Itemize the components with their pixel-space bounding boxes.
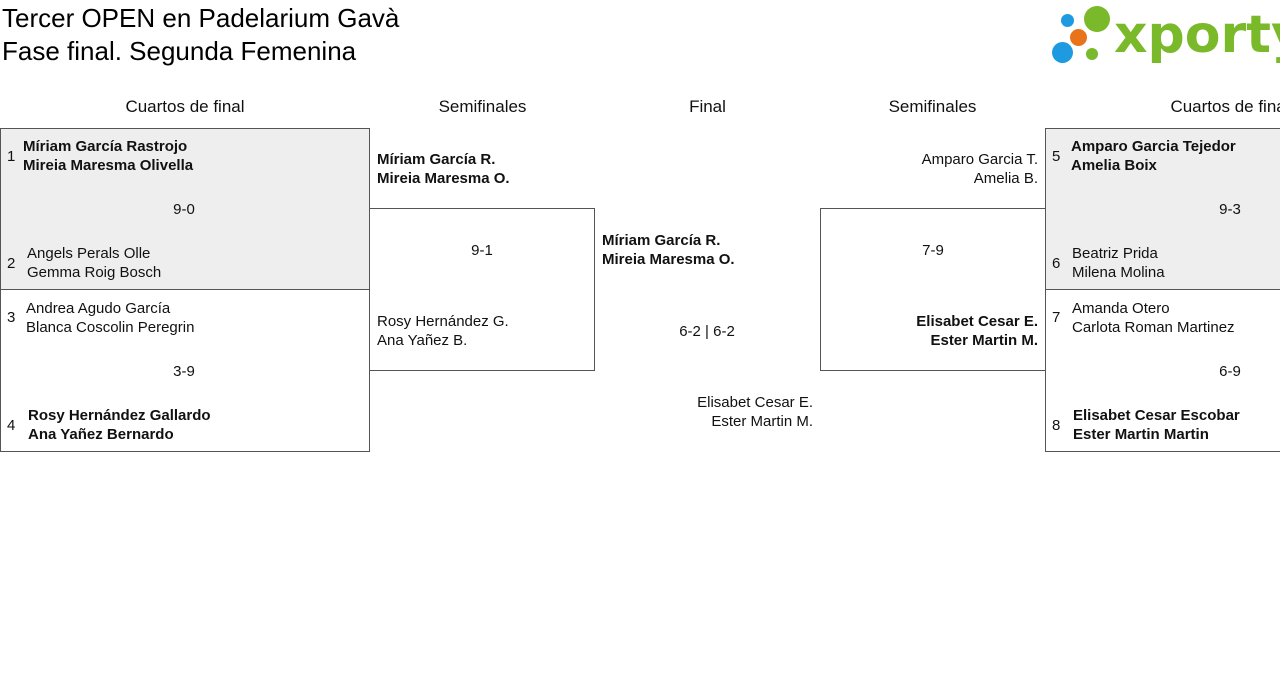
logo-dot-green-small-icon xyxy=(1086,48,1098,60)
player-name: Andrea Agudo García xyxy=(26,300,171,317)
player-name: Rosy Hernández Gallardo xyxy=(28,407,211,424)
player-name: Mireia Maresma O. xyxy=(377,170,510,187)
xporty-logo[interactable]: xporty xyxy=(1050,3,1280,67)
player-name: Ester Martin Martin xyxy=(1073,426,1209,443)
player-name: Amelia B. xyxy=(973,170,1038,187)
player-name: Míriam García R. xyxy=(602,232,721,249)
player-name: Ester Martin M. xyxy=(711,413,813,430)
match-score: 7-9 xyxy=(922,242,944,259)
seed-number: 6 xyxy=(1052,255,1061,272)
match-sf-left[interactable] xyxy=(369,208,595,371)
logo-text: xporty xyxy=(1114,5,1280,65)
seed-number: 8 xyxy=(1052,417,1061,434)
match-score: 9-1 xyxy=(471,242,493,259)
seed-number: 7 xyxy=(1052,309,1061,326)
team-loser: Amanda Otero Carlota Roman Martinez xyxy=(1072,299,1235,337)
page-title: Tercer OPEN en Padelarium Gavà xyxy=(2,3,400,33)
round-header-qf-right: Cuartos de final xyxy=(1170,97,1280,116)
match-qf4[interactable] xyxy=(1045,289,1280,452)
player-name: Elisabet Cesar Escobar xyxy=(1073,407,1240,424)
match-score: 6-9 xyxy=(1219,363,1241,380)
team-winner: Amparo Garcia Tejedor Amelia Boix xyxy=(1071,137,1236,175)
player-name: Ana Yañez Bernardo xyxy=(28,426,174,443)
player-name: Beatriz Prida xyxy=(1072,245,1158,262)
final-team-loser: Elisabet Cesar E. Ester Martin M. xyxy=(697,393,813,431)
player-name: Amelia Boix xyxy=(1071,157,1157,174)
team-loser: Angels Perals Olle Gemma Roig Bosch xyxy=(27,244,161,282)
player-name: Míriam García R. xyxy=(377,151,496,168)
logo-dot-blue-icon xyxy=(1052,42,1073,63)
round-header-sf-left: Semifinales xyxy=(438,97,527,116)
player-name: Elisabet Cesar E. xyxy=(916,313,1038,330)
final-team-winner: Míriam García R. Mireia Maresma O. xyxy=(602,231,735,269)
player-name: Gemma Roig Bosch xyxy=(27,264,162,281)
sf-left-team-loser: Rosy Hernández G. Ana Yañez B. xyxy=(377,312,509,350)
seed-number: 5 xyxy=(1052,148,1061,165)
player-name: Rosy Hernández G. xyxy=(377,313,509,330)
sf-right-team-loser: Amparo Garcia T. Amelia B. xyxy=(922,150,1038,188)
match-qf1[interactable] xyxy=(0,128,370,290)
logo-dot-green-icon xyxy=(1084,6,1110,32)
player-name: Ana Yañez B. xyxy=(377,332,468,349)
sf-right-team-winner: Elisabet Cesar E. Ester Martin M. xyxy=(916,312,1038,350)
player-name: Míriam García Rastrojo xyxy=(23,138,188,155)
player-name: Carlota Roman Martinez xyxy=(1072,319,1235,336)
logo-dot-blue-small-icon xyxy=(1061,14,1074,27)
match-qf3[interactable] xyxy=(1045,128,1280,290)
seed-number: 3 xyxy=(7,309,16,326)
team-winner: Rosy Hernández Gallardo Ana Yañez Bernar… xyxy=(28,406,211,444)
logo-dot-orange-icon xyxy=(1070,29,1087,46)
page-subtitle: Fase final. Segunda Femenina xyxy=(2,36,357,66)
player-name: Angels Perals Olle xyxy=(27,245,151,262)
player-name: Milena Molina xyxy=(1072,264,1165,281)
seed-number: 2 xyxy=(7,255,16,272)
final-score: 6-2 | 6-2 xyxy=(679,323,735,340)
team-loser: Beatriz Prida Milena Molina xyxy=(1072,244,1165,282)
player-name: Mireia Maresma Olivella xyxy=(23,157,194,174)
player-name: Amanda Otero xyxy=(1072,300,1170,317)
match-score: 9-0 xyxy=(173,201,195,218)
seed-number: 1 xyxy=(7,148,16,165)
sf-left-team-winner: Míriam García R. Mireia Maresma O. xyxy=(377,150,510,188)
round-header-qf-left: Cuartos de final xyxy=(125,97,245,116)
team-winner: Elisabet Cesar Escobar Ester Martin Mart… xyxy=(1073,406,1240,444)
player-name: Elisabet Cesar E. xyxy=(697,394,813,411)
player-name: Amparo Garcia T. xyxy=(921,151,1038,168)
player-name: Amparo Garcia Tejedor xyxy=(1071,138,1236,155)
round-header-sf-right: Semifinales xyxy=(888,97,977,116)
team-loser: Andrea Agudo García Blanca Coscolin Pere… xyxy=(26,299,194,337)
match-score: 3-9 xyxy=(173,363,195,380)
seed-number: 4 xyxy=(7,417,16,434)
player-name: Blanca Coscolin Peregrin xyxy=(26,319,195,336)
match-score: 9-3 xyxy=(1219,201,1241,218)
round-header-final: Final xyxy=(689,97,726,116)
player-name: Mireia Maresma O. xyxy=(602,251,735,268)
team-winner: Míriam García Rastrojo Mireia Maresma Ol… xyxy=(23,137,193,175)
player-name: Ester Martin M. xyxy=(930,332,1038,349)
